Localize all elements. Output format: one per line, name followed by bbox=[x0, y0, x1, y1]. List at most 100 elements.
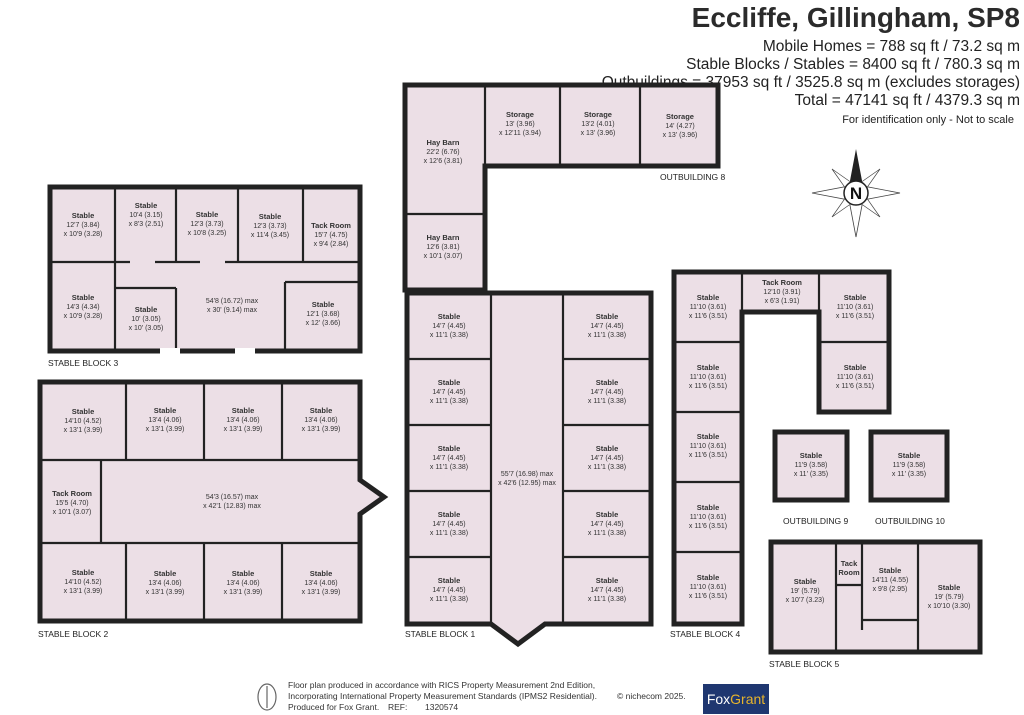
room-dimensions: x 12'11 (3.94) bbox=[499, 130, 541, 137]
room-name: Hay Barn bbox=[427, 233, 460, 242]
room-name: Stable bbox=[310, 406, 333, 415]
room-dimensions: 13'4 (4.06) bbox=[226, 580, 259, 587]
room-name: Stable bbox=[438, 312, 461, 321]
room-dimensions: 14'7 (4.45) bbox=[432, 389, 465, 396]
room-name: Stable bbox=[697, 293, 720, 302]
room-dimensions: 14'7 (4.45) bbox=[590, 455, 623, 462]
room-dimensions: x 11'1 (3.38) bbox=[430, 398, 468, 405]
room-name: Stable bbox=[312, 300, 335, 309]
room-name: Stable bbox=[800, 451, 823, 460]
room-dimensions: 13'4 (4.06) bbox=[226, 417, 259, 424]
stable-block-1: Stable 14'7 (4.45) x 11'1 (3.38) Stable 14'… bbox=[404, 290, 654, 648]
room-name: Stable bbox=[938, 583, 961, 592]
room-dimensions: x 12'6 (3.81) bbox=[424, 158, 463, 165]
room-dimensions: 54'3 (16.57) max bbox=[206, 494, 259, 501]
room-dimensions: 22'2 (6.76) bbox=[426, 149, 459, 156]
room-dimensions: x 11'1 (3.38) bbox=[588, 398, 626, 405]
label-stable-block-3: STABLE BLOCK 3 bbox=[48, 358, 119, 368]
room-dimensions: x 10'1 (3.07) bbox=[53, 509, 92, 516]
room-dimensions: 11'10 (3.61) bbox=[690, 584, 727, 591]
room-name: Stable bbox=[438, 510, 461, 519]
room-dimensions: x 11' (3.35) bbox=[892, 471, 926, 478]
room-dimensions: x 11'6 (3.51) bbox=[836, 313, 874, 320]
room-dimensions: x 11'4 (3.45) bbox=[251, 232, 289, 239]
footer-line-2: Incorporating International Property Mea… bbox=[288, 691, 597, 701]
room-dimensions: x 10'10 (3.30) bbox=[928, 603, 971, 610]
room-dimensions: x 11'6 (3.51) bbox=[689, 523, 727, 530]
scale-note: For identification only - Not to scale bbox=[842, 114, 1014, 126]
room-name: Stable bbox=[154, 569, 177, 578]
room-dimensions: x 13'1 (3.99) bbox=[224, 426, 263, 433]
footer-produced: Produced for Fox Grant. bbox=[288, 702, 380, 712]
footer-ref-label: REF: bbox=[388, 702, 408, 712]
room-dimensions: x 9'8 (2.95) bbox=[873, 586, 908, 593]
room-dimensions: x 11'1 (3.38) bbox=[430, 332, 468, 339]
room-dimensions: x 8'3 (2.51) bbox=[129, 221, 164, 228]
room-dimensions: 14'7 (4.45) bbox=[590, 389, 623, 396]
room-dimensions: 14'7 (4.45) bbox=[590, 587, 623, 594]
room-name: Stable bbox=[72, 211, 95, 220]
room-name: Stable bbox=[898, 451, 921, 460]
label-stable-block-5: STABLE BLOCK 5 bbox=[769, 659, 840, 669]
room-dimensions: x 10' (3.05) bbox=[129, 325, 164, 332]
room-dimensions: 14'7 (4.45) bbox=[590, 323, 623, 330]
room-dimensions: 11'10 (3.61) bbox=[690, 374, 727, 381]
fox-grant-logo: FoxGrant bbox=[703, 684, 769, 714]
room-dimensions: 13'4 (4.06) bbox=[304, 417, 337, 424]
room-dimensions: x 11'6 (3.51) bbox=[689, 313, 727, 320]
room-dimensions: x 10'1 (3.07) bbox=[424, 253, 463, 260]
room-dimensions: x 13'1 (3.99) bbox=[224, 589, 263, 596]
room-dimensions: x 13'1 (3.99) bbox=[146, 589, 185, 596]
room-name: Stable bbox=[794, 577, 817, 586]
room-dimensions: 14'7 (4.45) bbox=[432, 587, 465, 594]
room-name: Stable bbox=[135, 201, 158, 210]
room-dimensions: 11'10 (3.61) bbox=[837, 374, 874, 381]
room-dimensions: x 13'1 (3.99) bbox=[64, 427, 103, 434]
area-total: Total = 47141 sq ft / 4379.3 sq m bbox=[794, 92, 1020, 109]
room-name: Stable bbox=[310, 569, 333, 578]
compass-icon: N bbox=[811, 149, 901, 238]
room-name: Stable bbox=[438, 444, 461, 453]
room-dimensions: x 13'1 (3.99) bbox=[64, 588, 103, 595]
room-dimensions: 11'10 (3.61) bbox=[837, 304, 874, 311]
room-name: Stable bbox=[438, 378, 461, 387]
room-dimensions: 10' (3.05) bbox=[131, 316, 160, 323]
room-name: Tack Room bbox=[311, 221, 351, 230]
room-dimensions: x 11'1 (3.38) bbox=[588, 464, 626, 471]
room-name: Stable bbox=[154, 406, 177, 415]
room-dimensions: 12'1 (3.68) bbox=[306, 311, 339, 318]
room-name: Stable bbox=[72, 568, 95, 577]
outbuilding-10: Stable 11'9 (3.58) x 11' (3.35) OUTBUILDIN… bbox=[868, 429, 950, 526]
room-dimensions: x 42'1 (12.83) max bbox=[203, 503, 261, 510]
footer-copyright: © nichecom 2025. bbox=[617, 691, 686, 701]
room-dimensions: 13' (3.96) bbox=[505, 121, 534, 128]
room-dimensions: 15'7 (4.75) bbox=[314, 232, 347, 239]
room-dimensions: 12'10 (3.91) bbox=[763, 289, 800, 296]
room-dimensions: x 10'8 (3.25) bbox=[188, 230, 227, 237]
room-dimensions: x 13'1 (3.99) bbox=[302, 426, 341, 433]
room-dimensions: x 42'6 (12.95) max bbox=[498, 480, 556, 487]
room-dimensions: 15'5 (4.70) bbox=[55, 500, 88, 507]
room-dimensions: 11'9 (3.58) bbox=[893, 462, 926, 469]
rics-icon bbox=[257, 683, 277, 711]
room-dimensions: 14'7 (4.45) bbox=[590, 521, 623, 528]
room-name: Stable bbox=[879, 566, 902, 575]
room-name: Stable bbox=[596, 312, 619, 321]
room-name: Stable bbox=[697, 503, 720, 512]
label-stable-block-2: STABLE BLOCK 2 bbox=[38, 629, 109, 639]
room-name: Stable bbox=[135, 305, 158, 314]
room-dimensions: 14'10 (4.52) bbox=[64, 418, 101, 425]
label-outbuilding-8: OUTBUILDING 8 bbox=[660, 172, 725, 182]
room-name: Stable bbox=[196, 210, 219, 219]
outbuilding-8: Hay Barn 22'2 (6.76) x 12'6 (3.81) Hay Bar… bbox=[402, 82, 725, 293]
label-outbuilding-10: OUTBUILDING 10 bbox=[875, 516, 945, 526]
room-name: Storage bbox=[666, 112, 694, 121]
room-name: Tack Room bbox=[52, 489, 92, 498]
room-dimensions: 13'4 (4.06) bbox=[148, 580, 181, 587]
room-name: Hay Barn bbox=[427, 138, 460, 147]
room-name: Stable bbox=[596, 576, 619, 585]
room-dimensions: 14' (4.27) bbox=[665, 123, 694, 130]
room-name: Stable bbox=[72, 407, 95, 416]
label-stable-block-1: STABLE BLOCK 1 bbox=[405, 629, 476, 639]
